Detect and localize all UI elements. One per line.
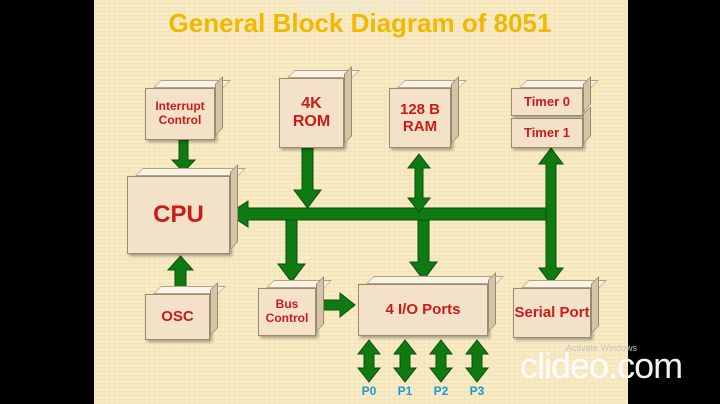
io-ports-block: 4 I/O Ports [358, 272, 504, 336]
p2-arrow [428, 339, 454, 383]
port-label-p3: P3 [469, 384, 485, 398]
ram-block: 128 B RAM [389, 76, 467, 148]
recorder-watermark: WWW.BANDICAM.COM [299, 0, 421, 12]
activate-windows-watermark: Activate Windows [566, 343, 638, 353]
p3-arrow [464, 339, 490, 383]
timer1-block: Timer 1 [511, 106, 591, 148]
diagram-title: General Block Diagram of 8051 [168, 8, 552, 38]
port-label-p2: P2 [433, 384, 449, 398]
ram-bus-arrow [406, 153, 432, 213]
interrupt-control-block: Interrupt Control [145, 76, 231, 140]
timer0-block: Timer 0 [511, 76, 599, 116]
rom-block: 4K ROM [279, 66, 360, 148]
osc-block: OSC [145, 282, 226, 340]
bus-to-bus-control-arrow [277, 219, 306, 283]
serial-port-block: Serial Port [513, 276, 607, 338]
port-label-p1: P1 [397, 384, 413, 398]
bus-control-block: Bus Control [258, 276, 332, 336]
rom-to-bus-arrow [293, 147, 322, 209]
cpu-block: CPU [127, 164, 246, 254]
port-label-p0: P0 [361, 384, 377, 398]
interrupt-to-cpu-arrow [170, 139, 197, 173]
p1-arrow [392, 339, 418, 383]
clideo-watermark: clideo.com [520, 345, 683, 386]
p0-arrow [356, 339, 382, 383]
bus-to-io-arrow [409, 219, 438, 281]
main-data-bus [227, 200, 549, 228]
osc-to-cpu-arrow [166, 255, 195, 291]
